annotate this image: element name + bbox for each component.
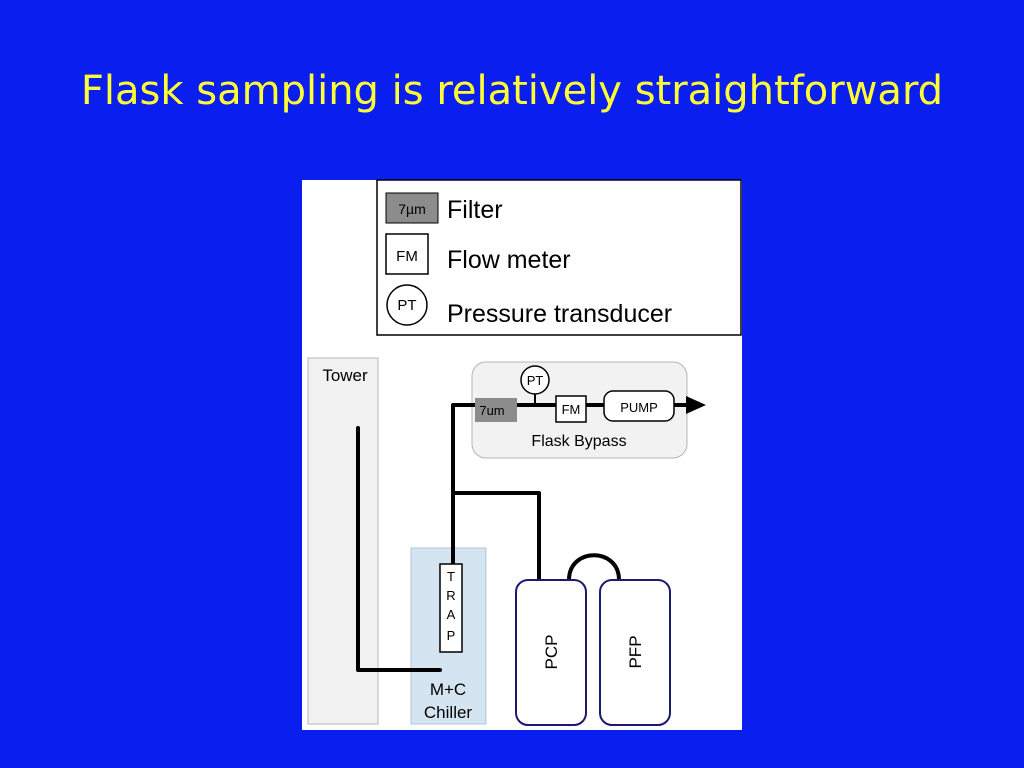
bypass-pt [520, 365, 550, 395]
trap-letter-a: A [447, 607, 456, 622]
bypass-flow-meter-label: FM [562, 402, 581, 417]
tower-intake-line [356, 426, 442, 672]
legend-filter-label: Filter [447, 196, 503, 224]
legend: 7µm Filter FM Flow meter PT Pressure tra… [376, 179, 742, 336]
chiller-label-line2: Chiller [424, 703, 473, 722]
pcp-pfp-link [567, 553, 621, 582]
bypass-pt-label: PT [527, 373, 544, 388]
bypass-pump-label: PUMP [620, 400, 658, 415]
tower-label: Tower [322, 366, 368, 385]
tower [307, 357, 379, 725]
bypass-pump [603, 390, 675, 422]
slide-title: Flask sampling is relatively straightfor… [80, 68, 944, 114]
bypass-filter-label: 7um [479, 403, 504, 418]
legend-flow-meter-symbol [385, 233, 429, 275]
legend-flow-meter-symbol-text: FM [396, 248, 418, 265]
legend-flow-meter-label: Flow meter [447, 246, 571, 274]
trap-letter-p: P [447, 628, 456, 643]
legend-pressure-transducer-label: Pressure transducer [447, 300, 672, 328]
chiller-label-line1: M+C [430, 680, 466, 699]
pcp-branch-line [451, 491, 541, 582]
trap-letter-r: R [446, 588, 455, 603]
legend-filter-symbol-text: 7µm [398, 201, 426, 217]
pfp-vessel [599, 579, 671, 726]
legend-pressure-transducer-symbol [386, 284, 428, 326]
outlet-arrow-icon [686, 396, 706, 414]
bypass-filter [475, 398, 517, 422]
trap-letter-t: T [447, 569, 455, 584]
pcp-label: PCP [542, 635, 561, 670]
pfp-label: PFP [626, 635, 645, 668]
bypass-flow-meter [555, 395, 587, 423]
pcp-vessel [515, 579, 587, 726]
flask-bypass-label: Flask Bypass [531, 433, 626, 450]
legend-filter-symbol [385, 192, 439, 224]
trap [439, 563, 463, 653]
legend-pressure-transducer-symbol-text: PT [397, 297, 416, 314]
